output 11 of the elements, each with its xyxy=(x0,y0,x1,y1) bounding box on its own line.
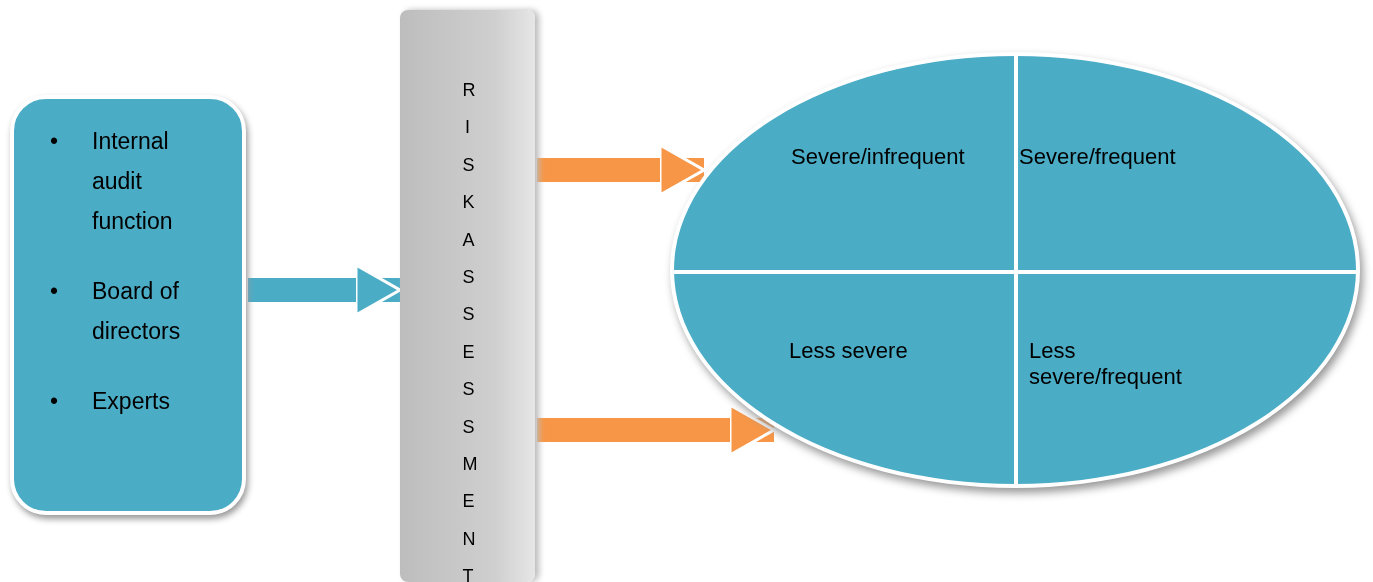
bullet-item: Board of directors xyxy=(92,277,182,346)
bullet-mark: • xyxy=(50,127,59,156)
quadrant-label: Less severe xyxy=(789,338,908,364)
vertical-bar xyxy=(400,10,535,582)
quadrant-label: Severe/frequent xyxy=(1019,144,1176,170)
bullet-item: Internal audit function xyxy=(92,127,174,236)
bullet-mark: • xyxy=(50,387,59,416)
bullet-mark: • xyxy=(50,277,59,306)
quadrant-label: Severe/infrequent xyxy=(791,144,965,170)
bullet-item: Experts xyxy=(92,387,171,416)
quadrant-label: Less severe/frequent xyxy=(1029,338,1183,390)
